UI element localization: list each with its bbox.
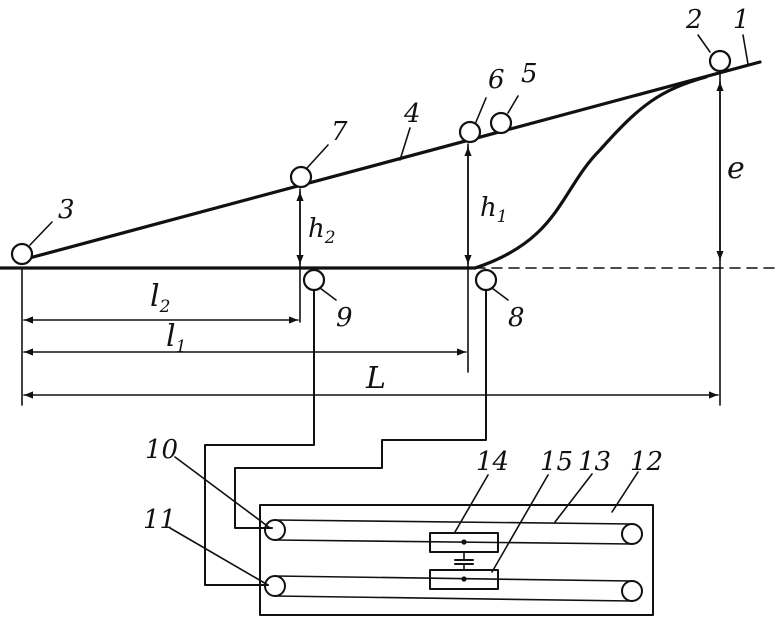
leader-15 [491, 474, 549, 573]
label-9: 9 [336, 303, 353, 333]
label-12: 12 [630, 447, 663, 477]
label-4: 4 [403, 99, 421, 129]
belt-top-upper [274, 519, 633, 525]
label-1: 1 [733, 5, 750, 35]
roller-8 [474, 268, 498, 292]
leader-6 [475, 97, 487, 123]
leader-14 [454, 474, 489, 533]
leader-12 [611, 471, 639, 513]
dimension-label-h2: h2 [308, 214, 336, 248]
dimension-label-L: L [365, 361, 386, 396]
leader-11 [169, 527, 269, 586]
pulley-right-bottom [621, 580, 643, 602]
slider-top-dot [461, 539, 467, 545]
label-8: 8 [508, 303, 525, 333]
label-13: 13 [578, 447, 611, 477]
belt-bottom-lower [274, 595, 633, 602]
belt-bottom-upper [274, 575, 633, 582]
leader-8 [491, 287, 509, 301]
transition-curve [473, 75, 708, 270]
label-6: 6 [488, 65, 505, 95]
pulley-left-top [264, 519, 286, 541]
roller-7 [289, 165, 313, 189]
dimension-label-l1: l1 [166, 319, 186, 357]
unit-box-12 [259, 504, 654, 616]
roller-6 [458, 120, 482, 144]
leader-3 [29, 221, 53, 246]
wire-9-to-11 [204, 289, 315, 586]
roller-2 [708, 49, 732, 73]
label-5: 5 [521, 59, 538, 89]
label-7: 7 [331, 117, 348, 147]
label-15: 15 [540, 447, 573, 477]
leader-1 [742, 34, 749, 65]
leader-2 [697, 34, 711, 53]
leader-5 [507, 95, 519, 114]
label-10: 10 [145, 435, 178, 465]
label-3: 3 [58, 195, 75, 225]
slider-bottom-dot [461, 576, 467, 582]
dimension-label-e: e [727, 151, 745, 186]
dimension-label-l2: l2 [150, 279, 170, 317]
leader-7 [306, 144, 329, 169]
label-14: 14 [476, 447, 509, 477]
leader-10 [174, 456, 271, 529]
roller-3 [10, 242, 34, 266]
roller-5 [489, 111, 513, 135]
roller-9 [302, 268, 326, 292]
leader-4 [399, 127, 411, 161]
belt-top-lower [274, 539, 633, 545]
leader-9 [319, 287, 337, 301]
pulley-right-top [621, 523, 643, 545]
inclined-line-4 [20, 60, 762, 262]
label-11: 11 [143, 505, 176, 535]
wire-8-to-10 [234, 289, 487, 529]
label-2: 2 [685, 5, 703, 35]
dimension-label-h1: h1 [480, 193, 508, 227]
leader-13 [554, 473, 593, 523]
